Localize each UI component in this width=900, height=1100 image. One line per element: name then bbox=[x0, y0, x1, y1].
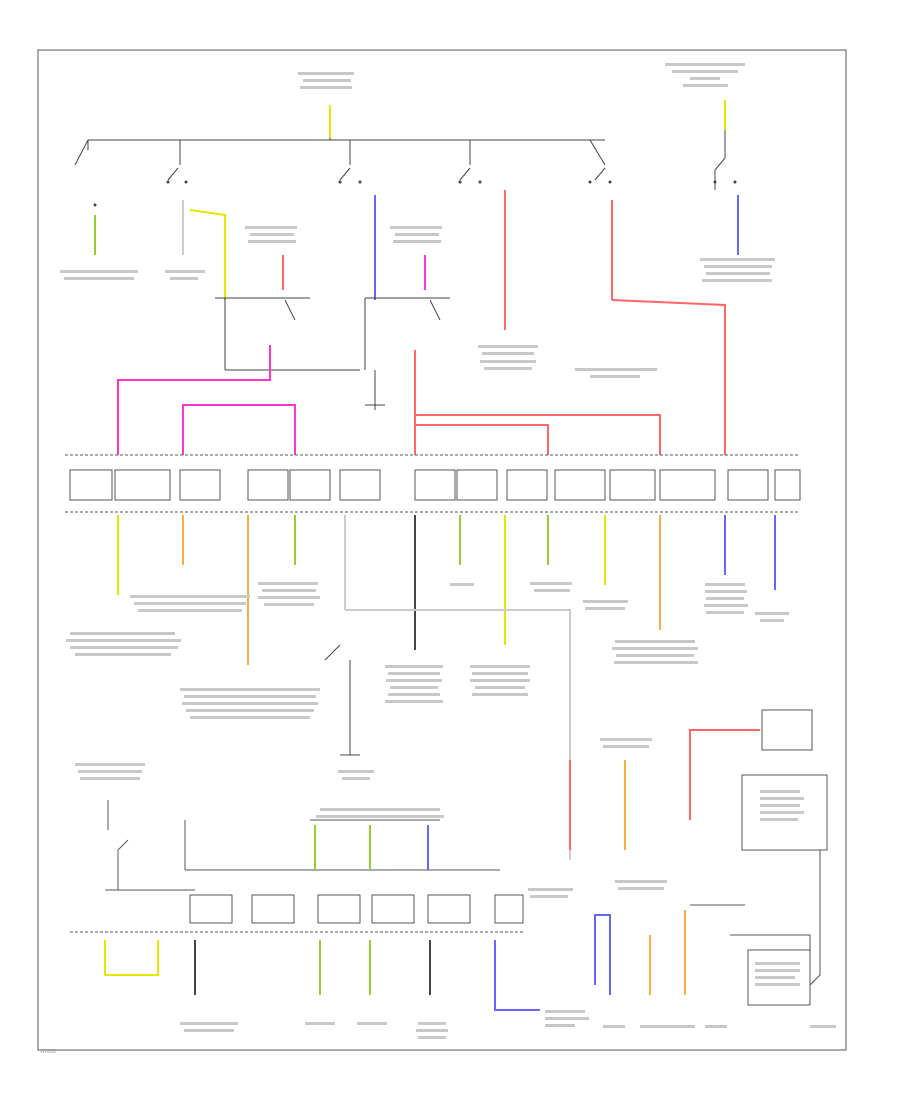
right-lower-boxes bbox=[690, 709, 828, 1006]
wire-yellow-loop bbox=[104, 940, 159, 976]
right-lower-section bbox=[624, 729, 760, 995]
wire-pink-left bbox=[117, 345, 271, 455]
wire-red-bus bbox=[415, 414, 661, 455]
top-switch-section bbox=[74, 108, 726, 190]
switch-contact-dots bbox=[93, 180, 737, 207]
lower-section bbox=[70, 800, 525, 933]
lower-wires bbox=[104, 825, 611, 1011]
middle-switch bbox=[324, 644, 360, 756]
wire-violet-drop bbox=[594, 914, 611, 995]
main-fuse-box bbox=[65, 454, 801, 513]
unreadable-label-marks bbox=[60, 63, 836, 1039]
wire-red-bus2 bbox=[415, 424, 549, 455]
wire-red-right bbox=[611, 299, 726, 455]
wire-yellow-2 bbox=[189, 209, 226, 300]
diagram-code: W0008 bbox=[40, 1049, 56, 1055]
upper-feeds bbox=[117, 299, 726, 455]
relay-blocks bbox=[215, 297, 450, 410]
top-wire-segments bbox=[94, 100, 739, 330]
fuse-output-wires bbox=[117, 515, 776, 860]
wire-violet-bottom bbox=[494, 940, 540, 1011]
wire-pink-mid bbox=[182, 404, 296, 455]
diagram-frame bbox=[37, 49, 847, 1051]
